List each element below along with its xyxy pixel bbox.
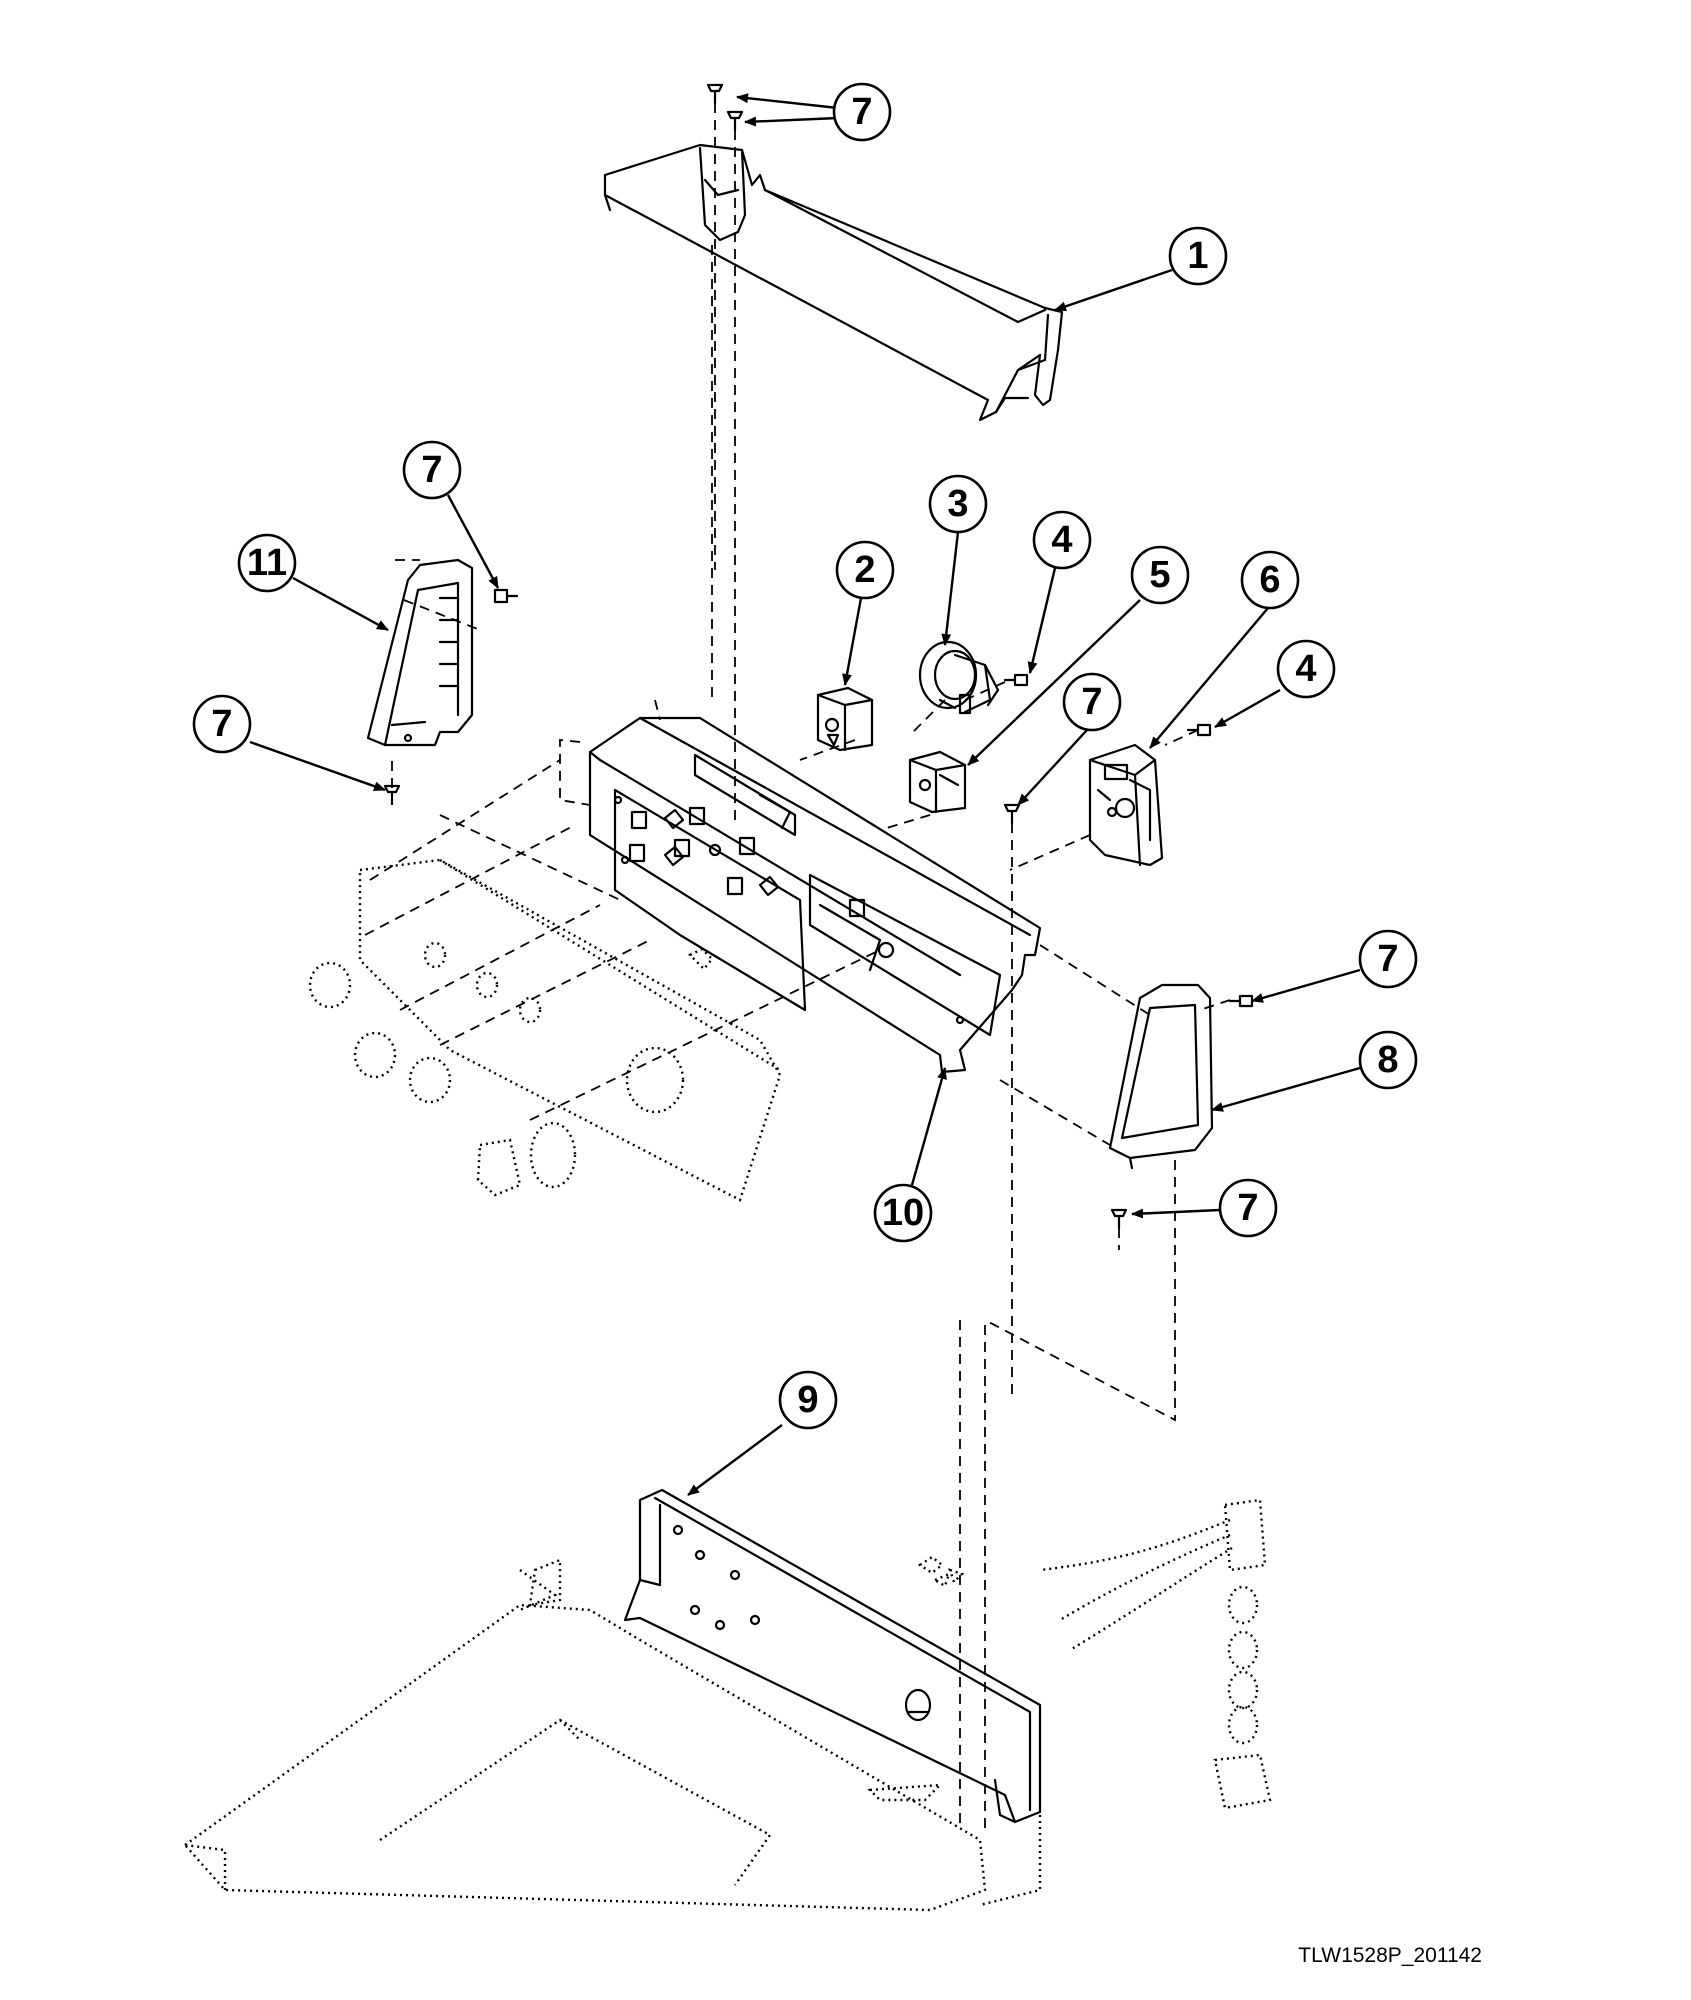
callout-label: 7 (421, 449, 442, 491)
callout-6: 6 (1240, 550, 1300, 610)
part-2-switch (816, 686, 874, 752)
callout-3: 3 (928, 474, 988, 534)
callout-label: 6 (1259, 559, 1280, 601)
callout-label: 7 (1237, 1187, 1258, 1229)
part-10-control-panel (588, 716, 1042, 1074)
leader-lines (249, 93, 1361, 1496)
callout-7: 7 (1358, 929, 1418, 989)
callout-label: 4 (1295, 648, 1316, 690)
callout-label: 7 (851, 91, 872, 133)
callout-label: 7 (1377, 938, 1398, 980)
callout-11: 11 (237, 533, 297, 593)
callout-label: 2 (854, 549, 875, 591)
callout-label: 3 (947, 483, 968, 525)
callout-5: 5 (1130, 545, 1190, 605)
callout-label: 1 (1187, 235, 1208, 277)
callout-8: 8 (1358, 1030, 1418, 1090)
callout-7: 7 (192, 694, 252, 754)
callout-label: 8 (1377, 1039, 1398, 1081)
callout-10: 10 (873, 1183, 933, 1243)
hidden-lines (364, 103, 1231, 1835)
callout-label: 11 (247, 542, 287, 584)
drawing-code: TLW1528P_201142 (1298, 1944, 1482, 1967)
callout-label: 9 (797, 1379, 818, 1421)
callout-2: 2 (835, 540, 895, 600)
callout-4: 4 (1032, 510, 1092, 570)
callout-1: 1 (1168, 226, 1228, 286)
part-6-timer (1088, 743, 1164, 867)
part-8-right-end-cap (1108, 983, 1214, 1170)
callout-4: 4 (1276, 639, 1336, 699)
callout-label: 7 (211, 703, 232, 745)
part-9-rear-mount-panel (623, 1488, 1042, 1824)
part-1-console-cap (603, 143, 1064, 422)
callout-7: 7 (402, 440, 462, 500)
callout-label: 4 (1051, 519, 1072, 561)
callout-label: 5 (1149, 554, 1170, 596)
callout-7: 7 (832, 82, 892, 142)
part-11-left-end-cap (366, 558, 474, 747)
callouts: 7 1 7 11 3 4 2 5 (192, 82, 1418, 1430)
callout-7: 7 (1218, 1178, 1278, 1238)
callout-9: 9 (778, 1370, 838, 1430)
callout-label: 10 (882, 1192, 924, 1234)
callout-label: 7 (1081, 681, 1102, 723)
ghost-parts (183, 858, 1272, 1912)
callout-7: 7 (1062, 672, 1122, 732)
part-3-timer-knob-assembly (918, 640, 1000, 715)
part-5-switch (908, 750, 967, 814)
screws (383, 83, 1254, 1230)
